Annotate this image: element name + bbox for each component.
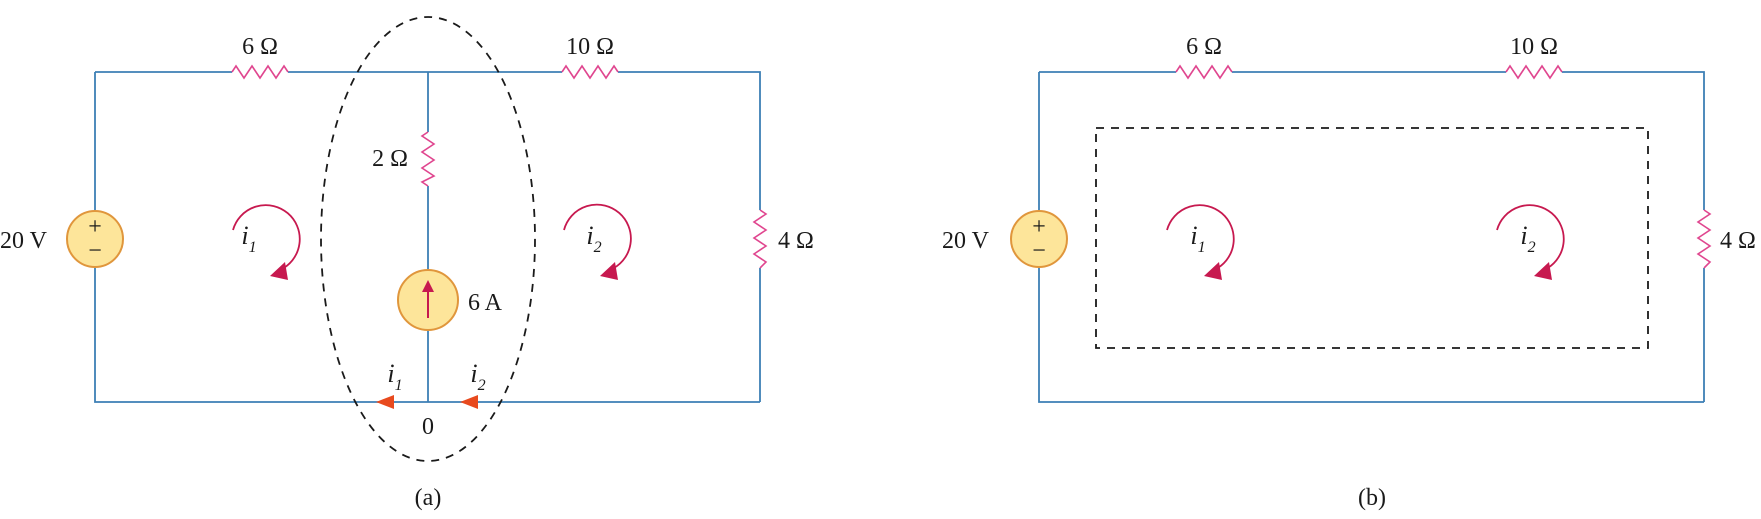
resistor-b-10ohm xyxy=(1505,64,1563,80)
voltage-source-a: + − xyxy=(66,210,124,268)
mesh-current-arrow-a-2 xyxy=(563,203,632,280)
resistor-a-10ohm xyxy=(561,64,619,80)
branch-arrow-a-i1 xyxy=(376,395,394,409)
label-b-20v: 20 V xyxy=(942,228,990,254)
mesh-current-arrow-a-1 xyxy=(232,204,301,280)
current-source-a xyxy=(397,269,459,331)
resistor-b-4ohm xyxy=(1696,209,1712,269)
label-a-6a: 6 A xyxy=(468,290,503,316)
plus-sign-a: + xyxy=(88,214,102,240)
resistor-b-6ohm xyxy=(1175,64,1233,80)
label-a-2ohm: 2 Ω xyxy=(372,146,408,172)
resistor-a-4ohm xyxy=(752,209,768,269)
wire-a-top-right xyxy=(618,71,761,210)
caption-b: (b) xyxy=(1358,485,1386,511)
label-a-10ohm: 10 Ω xyxy=(566,34,614,60)
mesh-label-b-i1: i1 xyxy=(1190,221,1205,256)
node-label-0: 0 xyxy=(422,414,434,440)
resistor-a-6ohm xyxy=(231,64,289,80)
label-b-4ohm: 4 Ω xyxy=(1720,228,1756,254)
wire-a-left xyxy=(94,72,760,403)
circuit-b: 6 Ω 10 Ω 4 Ω + − 20 V i1 i2 (b) xyxy=(942,34,1756,511)
voltage-source-b: + − xyxy=(1010,210,1068,268)
supermesh-ellipse-a xyxy=(320,16,536,462)
label-a-6ohm: 6 Ω xyxy=(242,34,278,60)
branch-label-a-i1: i1 xyxy=(387,359,402,394)
resistor-a-2ohm xyxy=(420,131,436,187)
mesh-current-arrow-b-1 xyxy=(1166,204,1235,280)
label-b-10ohm: 10 Ω xyxy=(1510,34,1558,60)
wire-b-top-right xyxy=(1562,71,1705,210)
label-a-20v: 20 V xyxy=(0,228,48,254)
mesh-label-a-i2: i2 xyxy=(586,221,601,256)
mesh-label-b-i2: i2 xyxy=(1520,221,1535,256)
branch-label-a-i2: i2 xyxy=(470,359,485,394)
circuit-a: 6 Ω 10 Ω 2 Ω 4 Ω + − 20 V 6 A i1 xyxy=(0,16,814,511)
wire-b-left xyxy=(1038,72,1704,403)
branch-arrow-a-i2 xyxy=(460,395,478,409)
mesh-label-a-i1: i1 xyxy=(241,221,256,256)
plus-sign-b: + xyxy=(1032,214,1046,240)
minus-sign-b: − xyxy=(1032,238,1046,264)
caption-a: (a) xyxy=(415,485,442,511)
label-a-4ohm: 4 Ω xyxy=(778,228,814,254)
label-b-6ohm: 6 Ω xyxy=(1186,34,1222,60)
supermesh-rectangle-b xyxy=(1095,127,1649,349)
mesh-current-arrow-b-2 xyxy=(1496,204,1565,280)
minus-sign-a: − xyxy=(88,238,102,264)
